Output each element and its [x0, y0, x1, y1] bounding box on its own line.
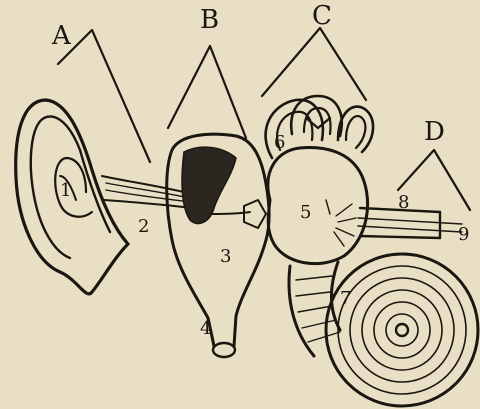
label-a: A — [51, 21, 72, 51]
label-d: D — [424, 117, 445, 147]
label-part-9: 9 — [458, 224, 469, 245]
middle-ear-chamber — [167, 134, 269, 240]
label-part-3: 3 — [220, 246, 231, 267]
label-part-2: 2 — [138, 216, 149, 237]
label-part-7: 7 — [340, 288, 351, 309]
auditory-nerve — [358, 208, 462, 238]
outer-ear-pinna — [16, 100, 128, 294]
label-part-5: 5 — [300, 202, 311, 223]
label-b: B — [200, 5, 219, 35]
label-part-4: 4 — [200, 318, 211, 339]
eustachian-tube — [172, 240, 266, 357]
vestibule — [268, 148, 368, 264]
bracket-a — [58, 30, 150, 162]
bracket-b — [168, 46, 246, 138]
label-part-8: 8 — [398, 192, 409, 213]
cochlea — [289, 254, 478, 406]
label-c: C — [312, 1, 332, 31]
label-part-1: 1 — [60, 180, 71, 201]
label-part-6: 6 — [274, 132, 285, 153]
ear-canal — [102, 176, 192, 208]
bracket-c — [262, 28, 366, 100]
